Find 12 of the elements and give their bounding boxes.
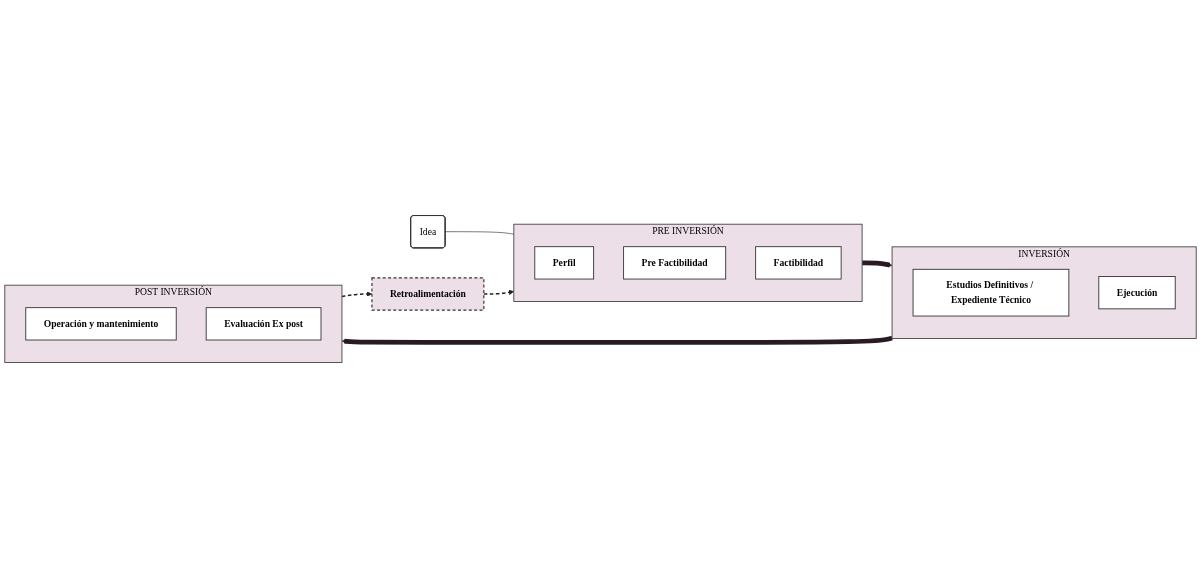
node-box: Pre Factibilidad xyxy=(623,246,727,280)
node-box: Estudios Definitivos / Expediente Técnico xyxy=(912,268,1070,317)
node-box: Operación y mantenimiento xyxy=(25,307,177,341)
node-box: Evaluación Ex post xyxy=(205,307,322,341)
arrow xyxy=(483,289,515,295)
node-box: Ejecución xyxy=(1098,276,1176,310)
arrow xyxy=(341,335,893,345)
connector xyxy=(444,231,515,235)
arrow xyxy=(862,260,893,268)
node-box: Factibilidad xyxy=(755,246,842,280)
node-box: Perfil xyxy=(534,246,595,280)
node-box: Retroalimentación xyxy=(371,277,485,311)
